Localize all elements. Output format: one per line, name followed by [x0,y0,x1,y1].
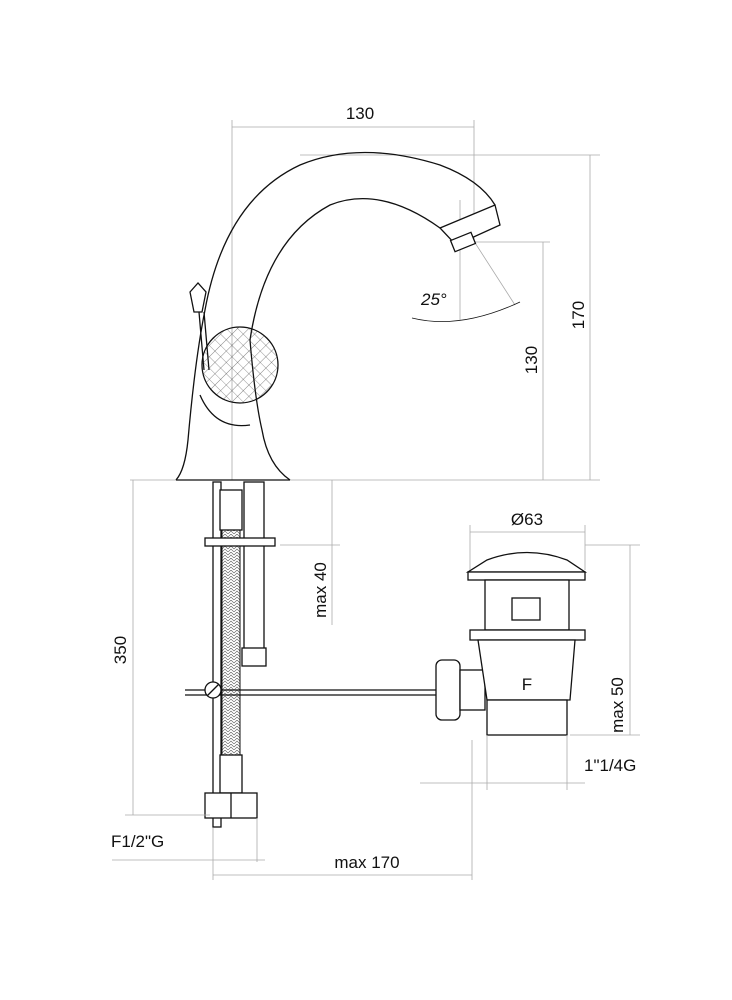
dimension-total-height: 170 [130,154,600,481]
drain-knob [435,659,486,721]
label-total-height: 170 [569,301,588,329]
label-drain-thread: 1"1/4G [584,756,636,775]
dimension-drain-depth: max 50 [570,544,640,736]
label-drain-diameter: Ø63 [511,510,543,529]
dimension-max-rod-length: max 170 [212,740,473,880]
label-inlet-thread: F1/2"G [111,832,164,851]
drain-marking: F [522,675,532,694]
dimension-hose-length: 350 [111,480,210,816]
label-spout-angle: 25° [420,290,447,309]
label-hose-length: 350 [111,636,130,664]
dimension-deck-thickness: max 40 [280,480,340,625]
dimension-drain-diameter: Ø63 [469,510,586,570]
mixer-body [175,151,501,481]
label-max-drain-depth: max 50 [608,677,627,733]
pop-up-drain: F [465,551,588,736]
lever-handle [189,282,279,404]
label-spout-reach: 130 [346,104,374,123]
label-spout-height: 130 [522,346,541,374]
dimension-spout-height: 130 [470,241,550,480]
under-deck-assembly [185,481,440,828]
dimension-spout-reach: 130 [231,104,475,480]
dimension-drain-thread: 1"1/4G [420,735,636,790]
label-max-deck-thickness: max 40 [311,562,330,618]
dimension-inlet-thread: F1/2"G [111,818,265,862]
label-max-rod-length: max 170 [334,853,399,872]
